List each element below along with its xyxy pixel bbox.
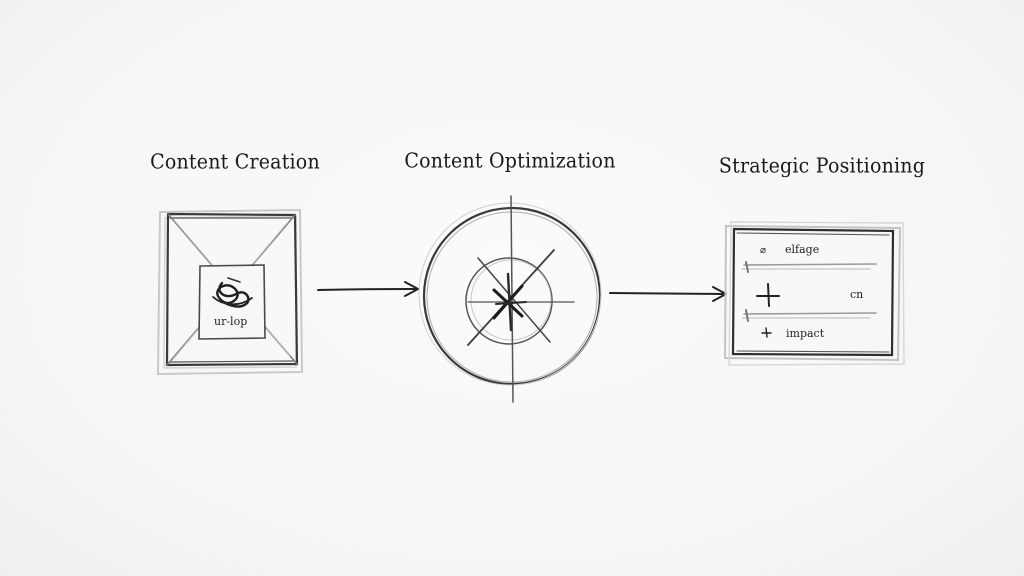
panel-top-text: elfage [785, 243, 819, 256]
panel-bottom-text: impact [786, 327, 825, 340]
stage-title-strategic-positioning: Strategic Positioning [718, 154, 926, 178]
stage-title-content-creation: Content Creation [150, 150, 320, 174]
connector-arrow-2 [609, 286, 727, 302]
inner-box-text: ur-lop [214, 315, 247, 328]
panel-top-glyph: ⌀ [760, 245, 766, 256]
positioning-panel-icon [723, 221, 905, 366]
panel-right-text: cn [850, 288, 863, 301]
crosshair-target-icon [418, 195, 602, 403]
connector-arrow-1 [317, 281, 419, 297]
crossed-box-icon [156, 208, 304, 376]
stage-title-content-optimization: Content Optimization [404, 149, 616, 173]
